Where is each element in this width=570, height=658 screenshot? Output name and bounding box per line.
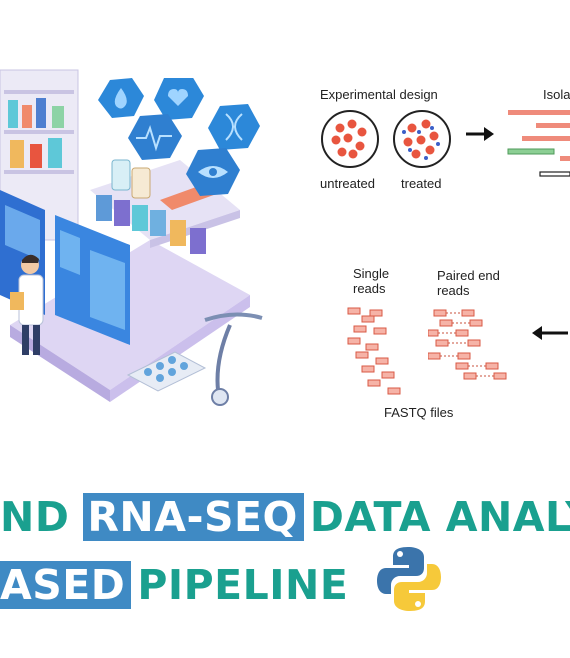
pill-blister — [126, 351, 207, 392]
treated-dish — [393, 110, 451, 168]
paired-end-line1: Paired end — [437, 268, 500, 283]
eye-icon — [186, 148, 240, 196]
headline-prefix: ND — [0, 493, 70, 541]
isolated-fragments — [507, 110, 570, 177]
arrow-right-icon — [466, 127, 494, 141]
headline-highlight-rnaseq: RNA-SEQ — [83, 493, 304, 541]
python-logo-icon — [377, 547, 441, 611]
single-reads-label: Single reads — [353, 266, 389, 296]
single-reads-line2: reads — [353, 281, 386, 296]
water-drop-icon — [98, 78, 144, 118]
petri-dishes — [321, 110, 451, 168]
paired-reads-stack — [428, 309, 507, 380]
untreated-label: untreated — [320, 176, 375, 191]
headline-suffix: DATA ANALY — [309, 493, 570, 541]
doctor-figure — [10, 254, 44, 355]
experimental-design-label: Experimental design — [320, 87, 438, 102]
headline-highlight-based: ASED — [0, 561, 132, 609]
treated-label: treated — [401, 176, 442, 191]
untreated-dish — [321, 110, 379, 168]
heart-cross-icon — [154, 78, 204, 120]
arrow-left-icon — [532, 326, 568, 340]
dna-icon — [208, 104, 260, 150]
paired-end-line2: reads — [437, 283, 470, 298]
hexagon-icons — [98, 78, 260, 196]
stethoscope-icon — [204, 312, 263, 406]
single-reads-stack — [347, 307, 401, 395]
single-reads-line1: Single — [353, 266, 390, 281]
isolation-label: Isola — [543, 87, 570, 102]
headline-pipeline: PIPELINE — [137, 561, 349, 609]
heartbeat-icon — [128, 114, 182, 160]
fastq-files-label: FASTQ files — [384, 405, 454, 420]
paired-end-reads-label: Paired end reads — [437, 268, 500, 298]
